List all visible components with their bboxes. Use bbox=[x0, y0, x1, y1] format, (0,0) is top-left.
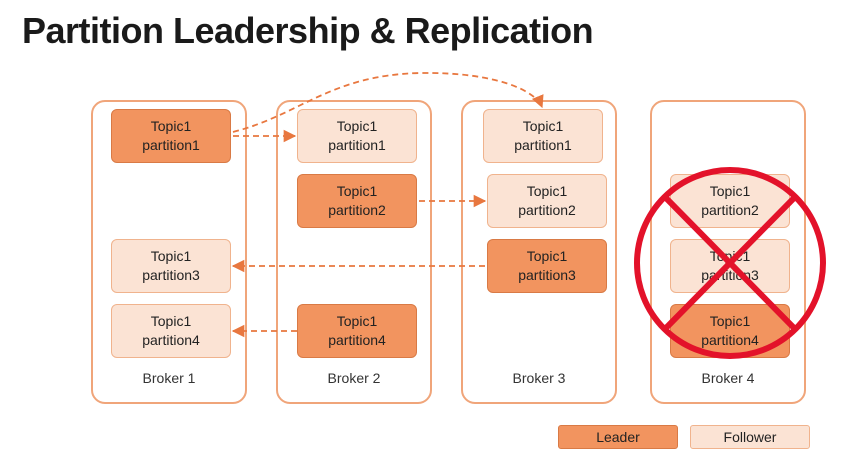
partition-box: Topic1 partition1 bbox=[111, 109, 231, 163]
topic-label: Topic1 bbox=[709, 313, 751, 329]
partition-label: partition3 bbox=[701, 267, 759, 283]
broker-label: Broker 4 bbox=[701, 370, 755, 386]
topic-label: Topic1 bbox=[526, 248, 568, 264]
topic-label: Topic1 bbox=[526, 183, 568, 199]
topic-label: Topic1 bbox=[336, 183, 378, 199]
topic-label: Topic1 bbox=[336, 118, 378, 134]
partition-label: partition1 bbox=[142, 137, 200, 153]
partition-box: Topic1 partition3 bbox=[670, 239, 790, 293]
broker-label: Broker 3 bbox=[512, 370, 566, 386]
partition-label: partition4 bbox=[142, 332, 200, 348]
partition-box: Topic1 partition3 bbox=[111, 239, 231, 293]
topic-label: Topic1 bbox=[150, 313, 192, 329]
topic-label: Topic1 bbox=[709, 183, 751, 199]
topic-label: Topic1 bbox=[150, 248, 192, 264]
partition-label: partition2 bbox=[701, 202, 759, 218]
partition-label: partition4 bbox=[701, 332, 759, 348]
partition-box: Topic1 partition1 bbox=[297, 109, 417, 163]
partition-box: Topic1 partition3 bbox=[487, 239, 607, 293]
partition-box: Topic1 partition2 bbox=[487, 174, 607, 228]
partition-box: Topic1 partition2 bbox=[670, 174, 790, 228]
legend-label: Follower bbox=[723, 429, 777, 445]
page-title: Partition Leadership & Replication bbox=[22, 10, 594, 51]
legend-leader: Leader bbox=[558, 425, 678, 449]
partition-box: Topic1 partition2 bbox=[297, 174, 417, 228]
topic-label: Topic1 bbox=[150, 118, 192, 134]
partition-label: partition2 bbox=[328, 202, 386, 218]
partition-box: Topic1 partition4 bbox=[670, 304, 790, 358]
topic-label: Topic1 bbox=[336, 313, 378, 329]
partition-label: partition1 bbox=[328, 137, 386, 153]
legend-follower: Follower bbox=[690, 425, 810, 449]
partition-label: partition3 bbox=[142, 267, 200, 283]
broker-label: Broker 2 bbox=[327, 370, 381, 386]
partition-label: partition3 bbox=[518, 267, 576, 283]
partition-label: partition4 bbox=[328, 332, 386, 348]
broker-label: Broker 1 bbox=[142, 370, 196, 386]
partition-label: partition2 bbox=[518, 202, 576, 218]
partition-box: Topic1 partition4 bbox=[111, 304, 231, 358]
partition-box: Topic1 partition4 bbox=[297, 304, 417, 358]
topic-label: Topic1 bbox=[709, 248, 751, 264]
legend-label: Leader bbox=[596, 429, 640, 445]
topic-label: Topic1 bbox=[522, 118, 564, 134]
partition-label: partition1 bbox=[514, 137, 572, 153]
partition-box: Topic1 partition1 bbox=[483, 109, 603, 163]
